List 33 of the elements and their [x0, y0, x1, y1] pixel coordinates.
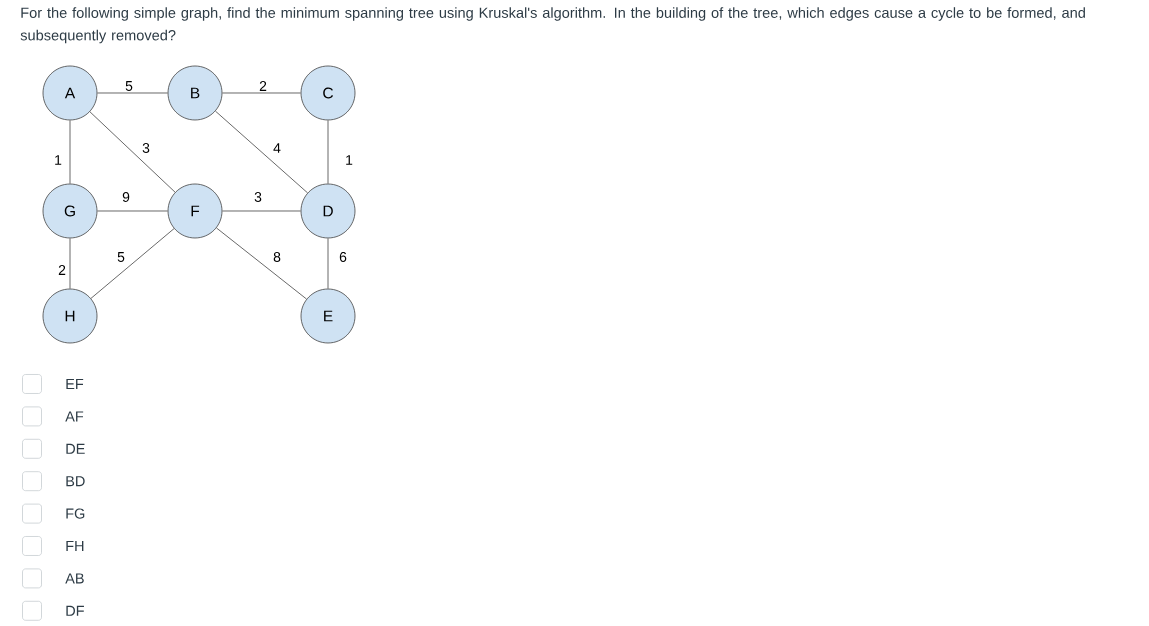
- option-label: DF: [66, 605, 84, 616]
- option-label: FG: [66, 508, 85, 519]
- edge-line: [69, 120, 71, 184]
- edge-line: [215, 110, 308, 194]
- option-label: AB: [65, 573, 84, 584]
- edge-weight: 2: [258, 80, 268, 92]
- edge-weight: 1: [53, 154, 63, 166]
- edge-weight: 4: [272, 142, 282, 154]
- edge-line: [222, 210, 301, 212]
- edge-line: [97, 210, 168, 212]
- edge-line: [327, 238, 329, 289]
- edge-weight: 5: [116, 251, 126, 263]
- edge-weight: 5: [124, 80, 134, 92]
- question-text: For the following simple graph, find the minimum spanning tree using Kruskal's algorithm. In the building of the tree, which edges cause a cycle to be formed, and subsequently removed?: [20, 7, 1085, 44]
- edge-weight: 1: [344, 154, 354, 166]
- edge-line: [90, 228, 175, 299]
- edge-weight: 3: [253, 191, 263, 203]
- option-label: EF: [66, 379, 84, 389]
- edge-line: [327, 120, 329, 184]
- edge-line: [222, 92, 301, 94]
- edge-line: [89, 111, 176, 193]
- edge-weight: 9: [121, 191, 131, 203]
- edge-weight: 2: [57, 264, 67, 276]
- edge-weight: 6: [338, 251, 348, 263]
- edge-line: [69, 238, 71, 289]
- option-label: FH: [66, 541, 84, 551]
- edge-weight: 8: [272, 251, 282, 263]
- option-label: DE: [66, 443, 85, 454]
- edge-line: [97, 92, 168, 94]
- option-label: AF: [65, 411, 84, 422]
- edge-line: [216, 227, 307, 300]
- edge-weight: 3: [141, 142, 151, 154]
- option-label: BD: [66, 476, 85, 487]
